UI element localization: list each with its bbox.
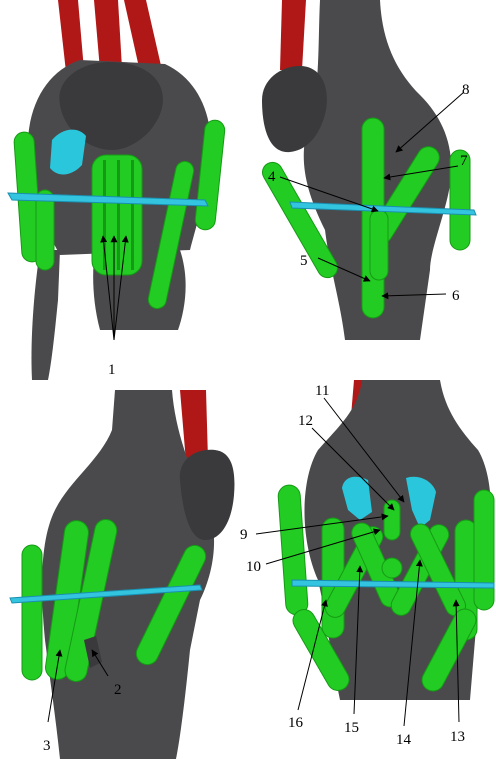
label-12: 12 <box>298 413 313 429</box>
panel-top-right <box>259 0 476 340</box>
label-11: 11 <box>315 383 329 399</box>
muscle-tendons-a <box>58 0 162 72</box>
label-7: 7 <box>460 153 468 169</box>
panel-top-left <box>8 0 226 380</box>
label-2: 2 <box>114 682 122 698</box>
label-8: 8 <box>462 82 470 98</box>
label-10: 10 <box>246 559 261 575</box>
label-6: 6 <box>452 288 460 304</box>
label-1: 1 <box>108 362 116 378</box>
label-9: 9 <box>240 527 248 543</box>
label-5: 5 <box>300 253 308 269</box>
label-14: 14 <box>396 732 412 748</box>
panel-bottom-left <box>10 390 234 759</box>
label-13: 13 <box>450 729 465 745</box>
label-16: 16 <box>288 715 304 731</box>
label-15: 15 <box>344 720 359 736</box>
muscle-tendon-b <box>280 0 306 70</box>
label-3: 3 <box>43 738 51 754</box>
label-4: 4 <box>268 169 276 185</box>
